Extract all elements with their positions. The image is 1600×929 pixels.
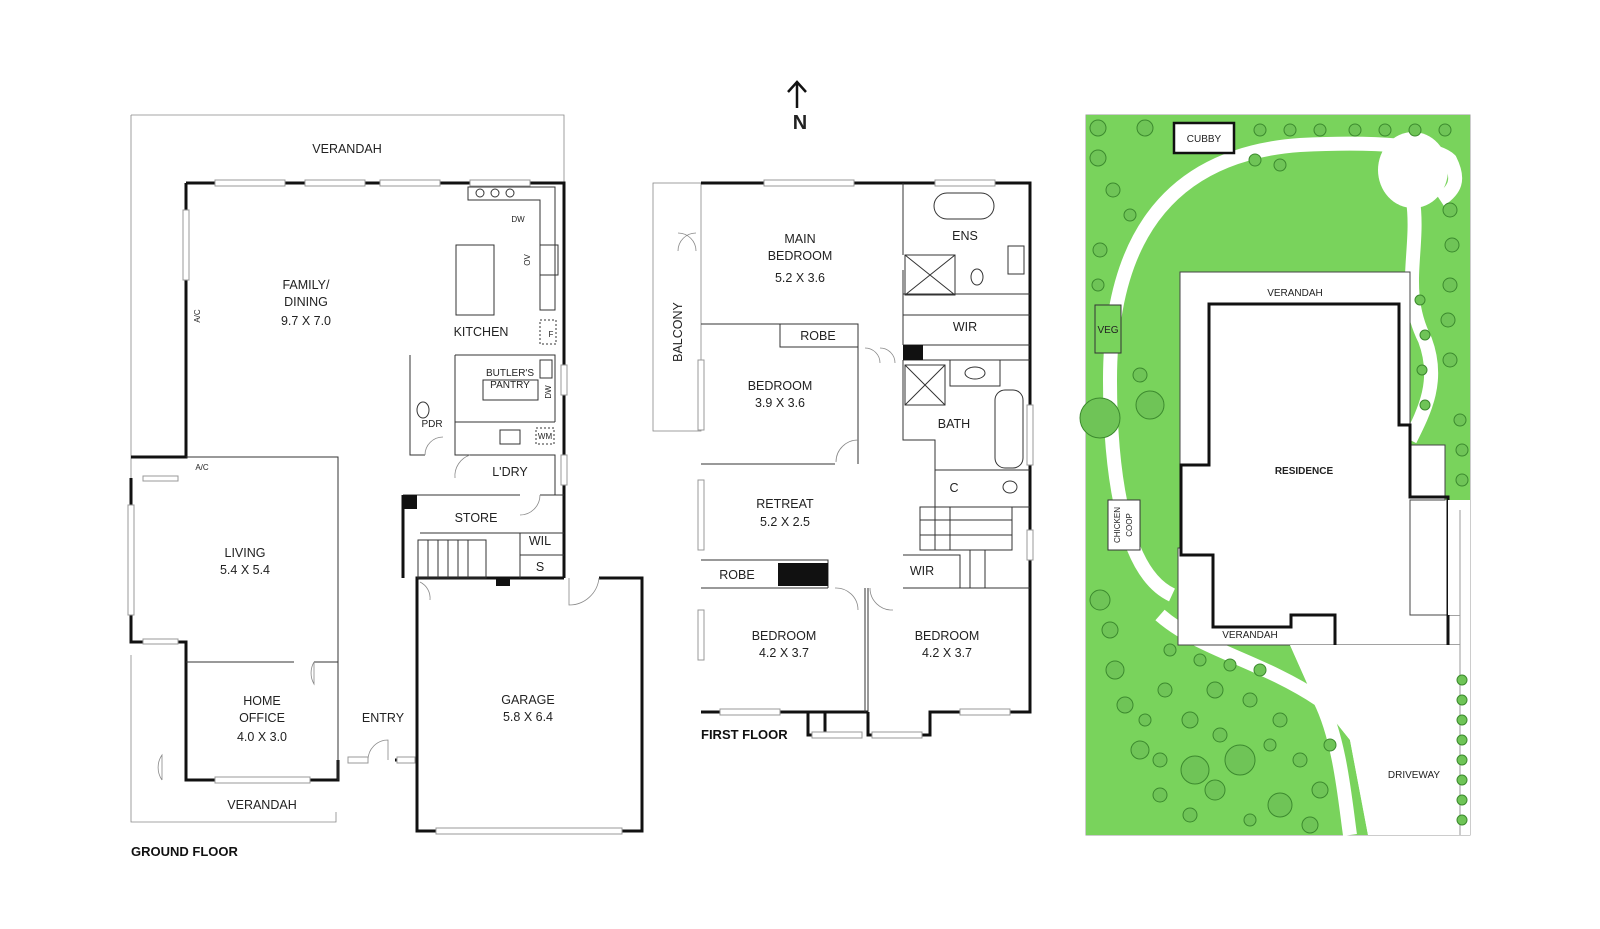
laundry-label: L'DRY — [492, 465, 528, 479]
main-bedroom-size: 5.2 X 3.6 — [775, 271, 825, 285]
chicken-coop-label: CHICKEN — [1113, 507, 1122, 543]
ac-label-1: A/C — [193, 309, 202, 323]
bedroom-3-label: BEDROOM — [752, 629, 817, 643]
tree-icons — [1079, 119, 1469, 834]
wil-label: WIL — [529, 534, 551, 548]
site-verandah-top-label: VERANDAH — [1267, 288, 1323, 299]
f-label: F — [549, 330, 554, 339]
wm-label: WM — [538, 432, 553, 441]
site-plan — [1079, 114, 1471, 836]
cubby-label: CUBBY — [1187, 134, 1222, 145]
home-office-size: 4.0 X 3.0 — [237, 730, 287, 744]
butlers-pantry-label: BUTLER'S — [486, 368, 534, 379]
driveway-label: DRIVEWAY — [1388, 770, 1441, 781]
bath-label: BATH — [938, 417, 970, 431]
ground-floor-plan — [127, 114, 644, 835]
butlers-pantry-label-2: PANTRY — [490, 380, 530, 391]
first-floor-title: FIRST FLOOR — [701, 727, 788, 742]
ens-label: ENS — [952, 229, 978, 243]
main-bedroom-label-2: BEDROOM — [768, 249, 833, 263]
family-dining-size: 9.7 X 7.0 — [281, 314, 331, 328]
robe-label-2: ROBE — [719, 568, 754, 582]
garage-label: GARAGE — [501, 693, 555, 707]
ac-label-2: A/C — [195, 463, 209, 472]
gf-verandah-bottom-label: VERANDAH — [227, 798, 296, 812]
wir-label-2: WIR — [910, 564, 934, 578]
gf-verandah-top-label: VERANDAH — [312, 142, 381, 156]
store-label: STORE — [455, 511, 498, 525]
north-arrow-icon — [787, 80, 807, 108]
home-office-label-2: OFFICE — [239, 711, 285, 725]
retreat-size: 5.2 X 2.5 — [760, 515, 810, 529]
home-office-label: HOME — [243, 694, 281, 708]
bedroom-3-size: 4.2 X 3.7 — [759, 646, 809, 660]
dw-label-1: DW — [511, 215, 525, 224]
chicken-coop-label-2: COOP — [1125, 513, 1134, 537]
site-verandah-bottom-label: VERANDAH — [1222, 630, 1278, 641]
north-label: N — [793, 112, 807, 134]
garage-size: 5.8 X 6.4 — [503, 710, 553, 724]
ground-floor-title: GROUND FLOOR — [131, 844, 238, 859]
dw-label-2: DW — [544, 385, 553, 399]
pdr-label: PDR — [421, 419, 442, 430]
living-label: LIVING — [225, 546, 266, 560]
bedroom-2-size: 3.9 X 3.6 — [755, 396, 805, 410]
living-size: 5.4 X 5.4 — [220, 563, 270, 577]
bedroom-4-size: 4.2 X 3.7 — [922, 646, 972, 660]
bedroom-4-label: BEDROOM — [915, 629, 980, 643]
retreat-label: RETREAT — [756, 497, 814, 511]
wir-label-1: WIR — [953, 320, 977, 334]
kitchen-label: KITCHEN — [454, 325, 509, 339]
residence-label: RESIDENCE — [1275, 466, 1334, 477]
entry-label: ENTRY — [362, 711, 405, 725]
bedroom-2-label: BEDROOM — [748, 379, 813, 393]
family-dining-label: FAMILY/ — [282, 278, 330, 292]
s-label: S — [536, 560, 544, 574]
veg-label: VEG — [1097, 325, 1118, 336]
cupboard-label: C — [949, 481, 958, 495]
main-bedroom-label: MAIN — [784, 232, 815, 246]
first-floor-plan — [652, 179, 1034, 739]
robe-label-1: ROBE — [800, 329, 835, 343]
family-dining-label-2: DINING — [284, 295, 328, 309]
balcony-label: BALCONY — [671, 301, 685, 361]
ov-label: OV — [523, 254, 532, 266]
